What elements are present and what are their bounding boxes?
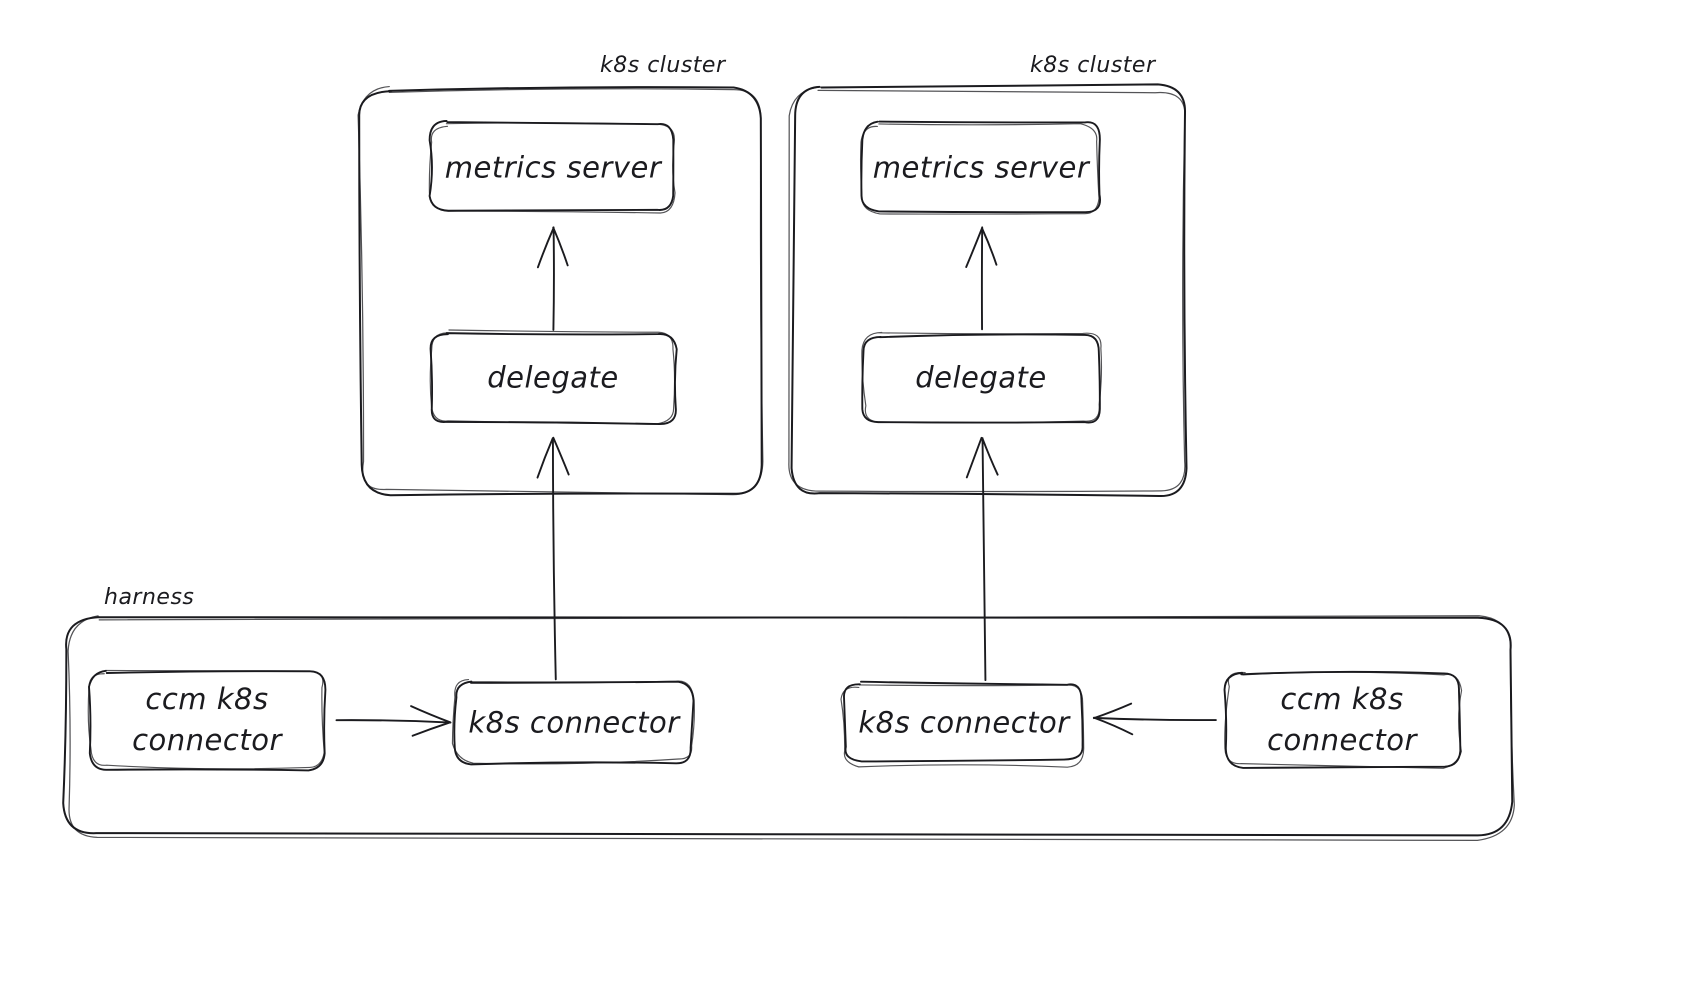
group-harness — [62, 615, 1515, 841]
node-delegate-right[interactable] — [861, 331, 1103, 424]
node-label-metrics-server-right: metrics server — [872, 150, 1090, 185]
node-ccm-k8s-connector-right[interactable] — [1223, 670, 1463, 769]
node-metrics-server-left[interactable] — [428, 120, 676, 214]
group-cluster-left — [357, 85, 764, 497]
arrow-edge-k8s-connector-right-to-delegate-right — [965, 436, 999, 682]
arrow-edge-ccm-left-to-k8s-connector-left — [335, 705, 452, 737]
node-label-delegate-right: delegate — [915, 360, 1047, 395]
node-metrics-server-right[interactable] — [859, 120, 1101, 215]
node-label-metrics-server-left: metrics server — [444, 150, 662, 185]
node-label-k8s-connector-right: k8s connector — [858, 705, 1070, 740]
group-label-cluster-left: k8s cluster — [600, 52, 726, 78]
group-cluster-right — [788, 83, 1188, 497]
node-label-ccm-k8s-connector-left: ccm k8s connector — [132, 681, 282, 757]
node-ccm-k8s-connector-left[interactable] — [87, 669, 327, 772]
arrow-edge-ccm-right-to-k8s-connector-right — [1092, 702, 1217, 736]
node-label-ccm-k8s-connector-right: ccm k8s connector — [1267, 681, 1417, 757]
node-k8s-connector-right[interactable] — [840, 680, 1085, 768]
group-label-cluster-right: k8s cluster — [1030, 52, 1156, 78]
arrow-edge-delegate-right-to-metrics-right — [965, 226, 998, 331]
node-label-k8s-connector-left: k8s connector — [468, 705, 680, 740]
node-label-delegate-left: delegate — [487, 360, 619, 395]
arrow-edge-delegate-left-to-metrics-left — [536, 226, 569, 331]
node-delegate-left[interactable] — [429, 329, 678, 426]
edge-layer — [335, 226, 1217, 737]
group-label-harness: harness — [104, 584, 195, 610]
node-k8s-connector-left[interactable] — [451, 678, 695, 766]
arrow-edge-k8s-connector-left-to-delegate-left — [536, 436, 570, 681]
